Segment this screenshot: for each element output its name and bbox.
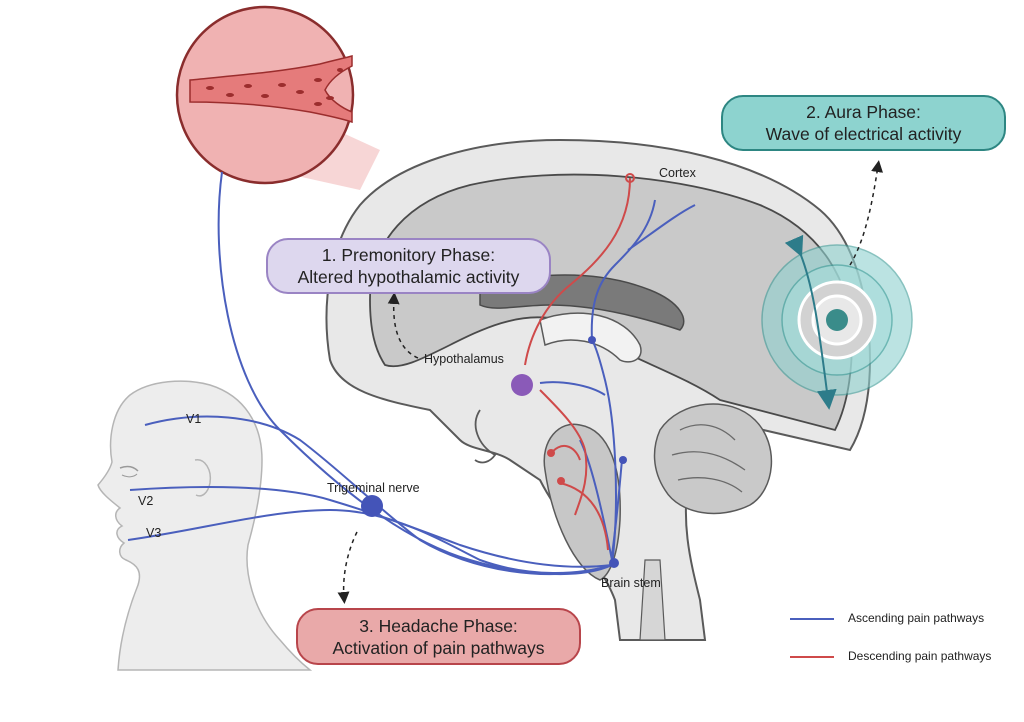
rvm-node bbox=[557, 477, 565, 485]
aura-phase-box: 2. Aura Phase: Wave of electrical activi… bbox=[721, 95, 1006, 151]
brain-sagittal bbox=[325, 138, 872, 641]
legend-ascending-label: Ascending pain pathways bbox=[848, 611, 985, 625]
headache-subtitle: Activation of pain pathways bbox=[332, 637, 545, 658]
aura-subtitle: Wave of electrical activity bbox=[765, 124, 962, 144]
headache-title: 3. Headache Phase: bbox=[359, 615, 518, 636]
pag-node bbox=[547, 449, 555, 457]
legend-descending-label: Descending pain pathways bbox=[848, 649, 992, 663]
brainstem-node bbox=[609, 558, 619, 568]
premonitory-phase-box: 1. Premonitory Phase: Altered hypothalam… bbox=[266, 238, 551, 294]
thalamus-node bbox=[588, 336, 596, 344]
vessel-magnification bbox=[175, 5, 380, 190]
hypothalamus-node bbox=[511, 374, 533, 396]
v3-label: V3 bbox=[146, 526, 162, 540]
trigeminal-ganglion-node bbox=[361, 495, 383, 517]
cortex-label: Cortex bbox=[659, 166, 696, 180]
legend-descending-line bbox=[790, 656, 834, 658]
legend-ascending-line bbox=[790, 618, 834, 620]
trigeminal-nerve-label: Trigeminal nerve bbox=[327, 481, 420, 495]
premonitory-title: 1. Premonitory Phase: bbox=[321, 245, 496, 265]
cortex-node bbox=[625, 173, 635, 183]
headache-phase-box: 3. Headache Phase: Activation of pain pa… bbox=[296, 608, 581, 665]
brain-stem-label: Brain stem bbox=[601, 576, 661, 590]
v1-label: V1 bbox=[186, 412, 202, 426]
aura-title: 2. Aura Phase: bbox=[806, 102, 921, 122]
hypothalamus-label: Hypothalamus bbox=[424, 352, 504, 366]
v2-label: V2 bbox=[138, 494, 154, 508]
aura-wave bbox=[761, 234, 913, 410]
headache-arrow bbox=[337, 531, 358, 604]
ascending-pathways bbox=[127, 171, 696, 576]
pons-node bbox=[619, 456, 627, 464]
human-head bbox=[97, 380, 313, 671]
premonitory-subtitle: Altered hypothalamic activity bbox=[297, 267, 520, 287]
aura-arrow bbox=[849, 160, 884, 266]
